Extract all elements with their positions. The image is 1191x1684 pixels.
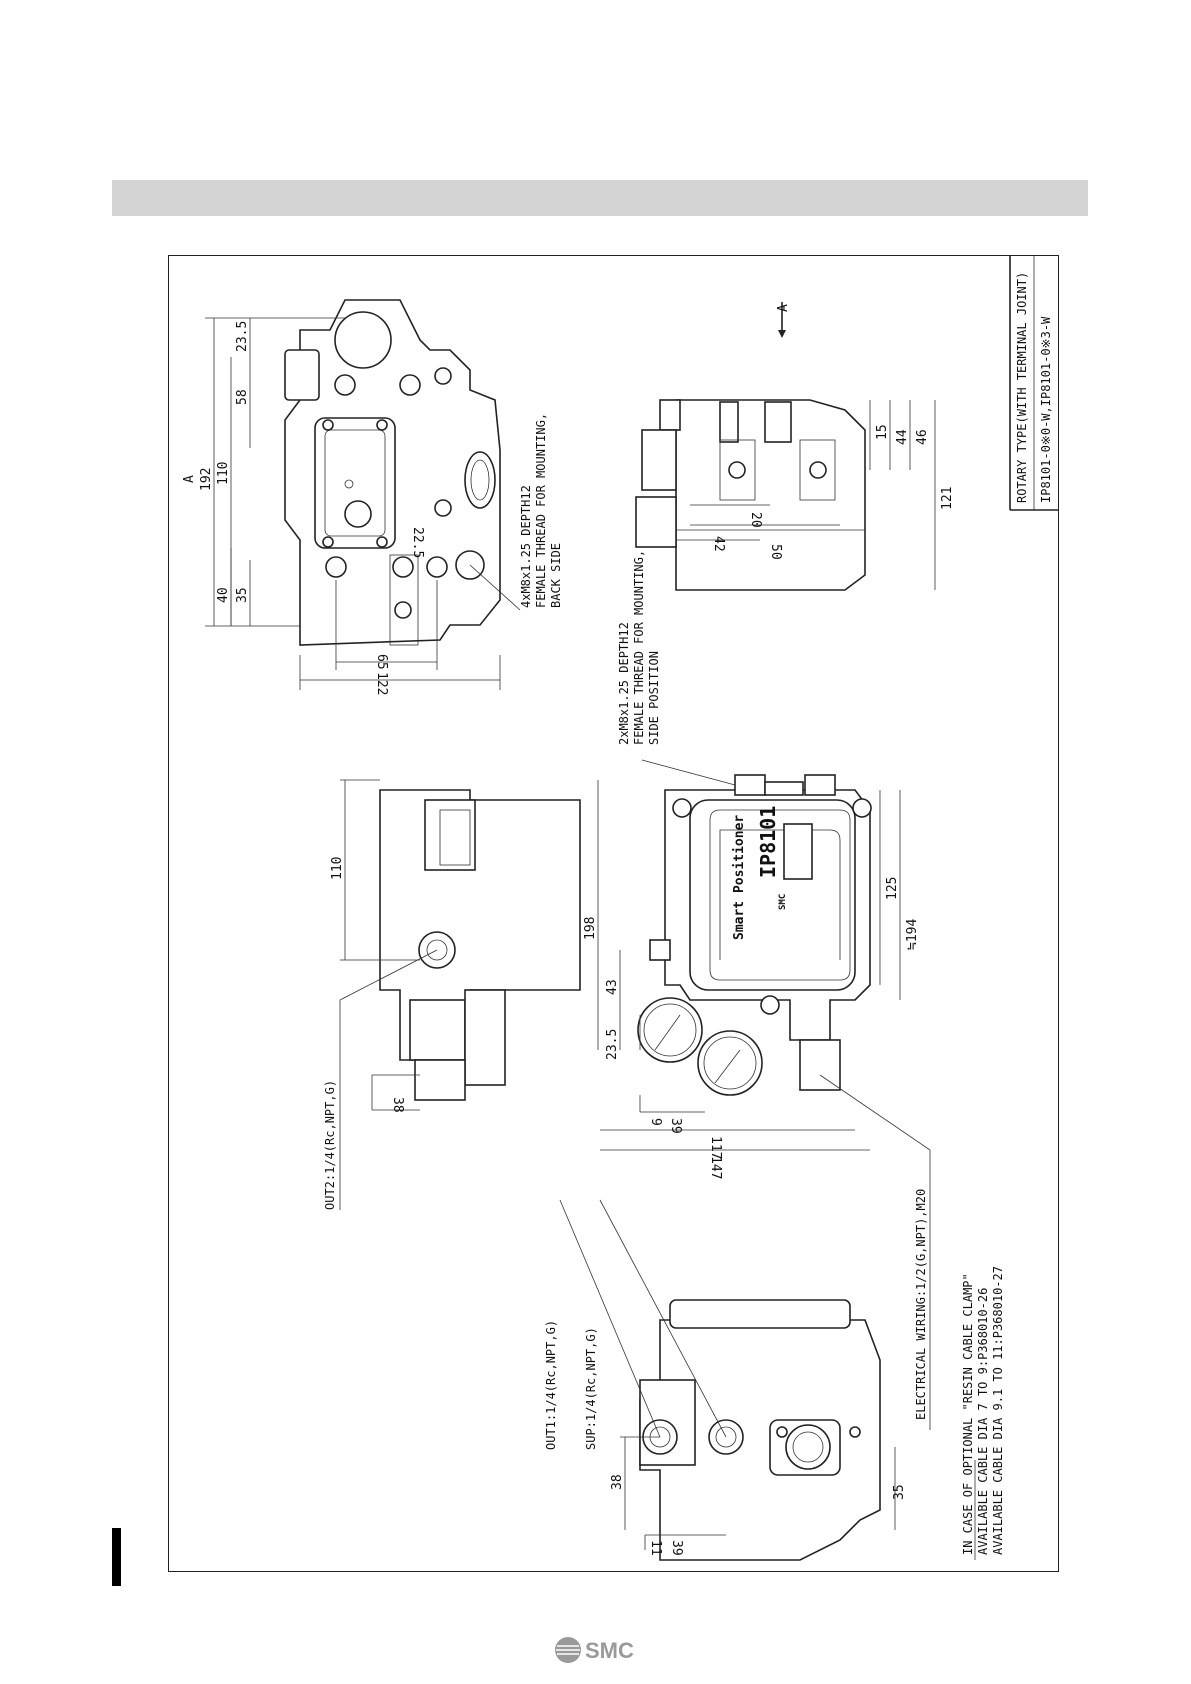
product-name-smart-positioner: Smart Positioner xyxy=(732,815,747,940)
dim-11-left: 11 xyxy=(648,1540,663,1556)
dim-194-approx: ≒194 xyxy=(905,919,920,950)
dim-20: 20 xyxy=(748,512,763,528)
dim-192: 192 xyxy=(199,468,214,491)
footer-brand: SMC xyxy=(585,1638,634,1663)
view-front: Smart Positioner IP8101 SMC 198 43 23.5 … xyxy=(583,774,931,1430)
dim-46: 46 xyxy=(915,429,930,445)
dim-22-5: 22.5 xyxy=(410,527,425,558)
back-mount-note-2: FEMALE THREAD FOR MOUNTING, xyxy=(534,413,548,608)
dim-39-center: 39 xyxy=(668,1118,683,1134)
dim-65: 65 xyxy=(374,654,389,670)
dim-39-left: 39 xyxy=(669,1540,684,1556)
side-mount-note-1: 2xM8x1.25 DEPTH12 xyxy=(617,622,631,745)
dim-110: 110 xyxy=(216,462,231,485)
view-bottom: 38 35 39 11 OUT1:1/4(Rc,NPT,G) SUP:1/4(R… xyxy=(544,1199,1005,1561)
view-back-side: A 192 110 58 23.5 40 35 22.5 65 122 4xM8… xyxy=(182,299,563,695)
view-arrow-label: A xyxy=(776,304,791,312)
dim-35-left: 35 xyxy=(892,1484,907,1500)
dim-125: 125 xyxy=(885,877,900,900)
dim-110-top: 110 xyxy=(330,857,345,880)
dim-9-center: 9 xyxy=(648,1118,663,1126)
dim-122: 122 xyxy=(374,672,389,695)
dim-147: 147 xyxy=(708,1156,723,1179)
dim-43: 43 xyxy=(605,979,620,995)
sup-port-label: SUP:1/4(Rc,NPT,G) xyxy=(584,1327,598,1450)
side-mount-note-2: FEMALE THREAD FOR MOUNTING, xyxy=(632,550,646,745)
dim-42: 42 xyxy=(711,536,726,552)
title-block-title: ROTARY TYPE(WITH TERMINAL JOINT) xyxy=(1015,272,1029,503)
dim-a: A xyxy=(182,475,197,483)
out1-port-label: OUT1:1/4(Rc,NPT,G) xyxy=(544,1320,558,1450)
cable-clamp-note-1: IN CASE OF OPTIONAL "RESIN CABLE CLAMP" xyxy=(961,1273,975,1555)
back-mount-note-1: 4xM8x1.25 DEPTH12 xyxy=(519,485,533,608)
smc-logo: SMC xyxy=(555,1637,634,1663)
side-mount-note-3: SIDE POSITION xyxy=(647,651,661,745)
dim-198: 198 xyxy=(583,917,598,940)
product-model-ip8101: IP8101 xyxy=(756,806,780,878)
dim-35: 35 xyxy=(235,587,250,603)
out2-port-label: OUT2:1/4(Rc,NPT,G) xyxy=(323,1080,337,1210)
cable-clamp-note-2: AVAILABLE CABLE DIA 7 TO 9:P368010-26 xyxy=(976,1288,990,1555)
view-side: 15 44 46 121 42 50 20 2xM8x1.25 DEPTH12 … xyxy=(617,399,955,786)
view-top: 110 38 OUT2:1/4(Rc,NPT,G) xyxy=(323,779,581,1210)
page-edge-marker xyxy=(112,1528,121,1586)
dim-58: 58 xyxy=(235,389,250,405)
title-block: ROTARY TYPE(WITH TERMINAL JOINT) IP8101-… xyxy=(1009,256,1058,511)
dim-15: 15 xyxy=(875,424,890,440)
dim-40: 40 xyxy=(216,587,231,603)
dim-117: 117 xyxy=(708,1136,723,1159)
back-mount-note-3: BACK SIDE xyxy=(549,543,563,608)
dim-44: 44 xyxy=(895,429,910,445)
dim-50: 50 xyxy=(768,544,783,560)
dim-121: 121 xyxy=(940,487,955,510)
dim-38-left: 38 xyxy=(610,1474,625,1490)
cable-clamp-note-3: AVAILABLE CABLE DIA 9.1 TO 11:P368010-27 xyxy=(991,1266,1005,1555)
dim-38-top: 38 xyxy=(390,1097,405,1113)
dim-23-5-center: 23.5 xyxy=(605,1029,620,1060)
section-header-band xyxy=(112,180,1088,216)
dim-23-5: 23.5 xyxy=(235,321,250,352)
view-arrow-a: A xyxy=(776,302,791,338)
title-block-models: IP8101-0※0-W,IP8101-0※3-W xyxy=(1039,316,1053,503)
product-brand-smc: SMC xyxy=(778,894,788,910)
drawing-frame xyxy=(168,255,1059,1572)
electrical-wiring-label: ELECTRICAL WIRING:1/2(G,NPT),M20 xyxy=(914,1189,928,1420)
